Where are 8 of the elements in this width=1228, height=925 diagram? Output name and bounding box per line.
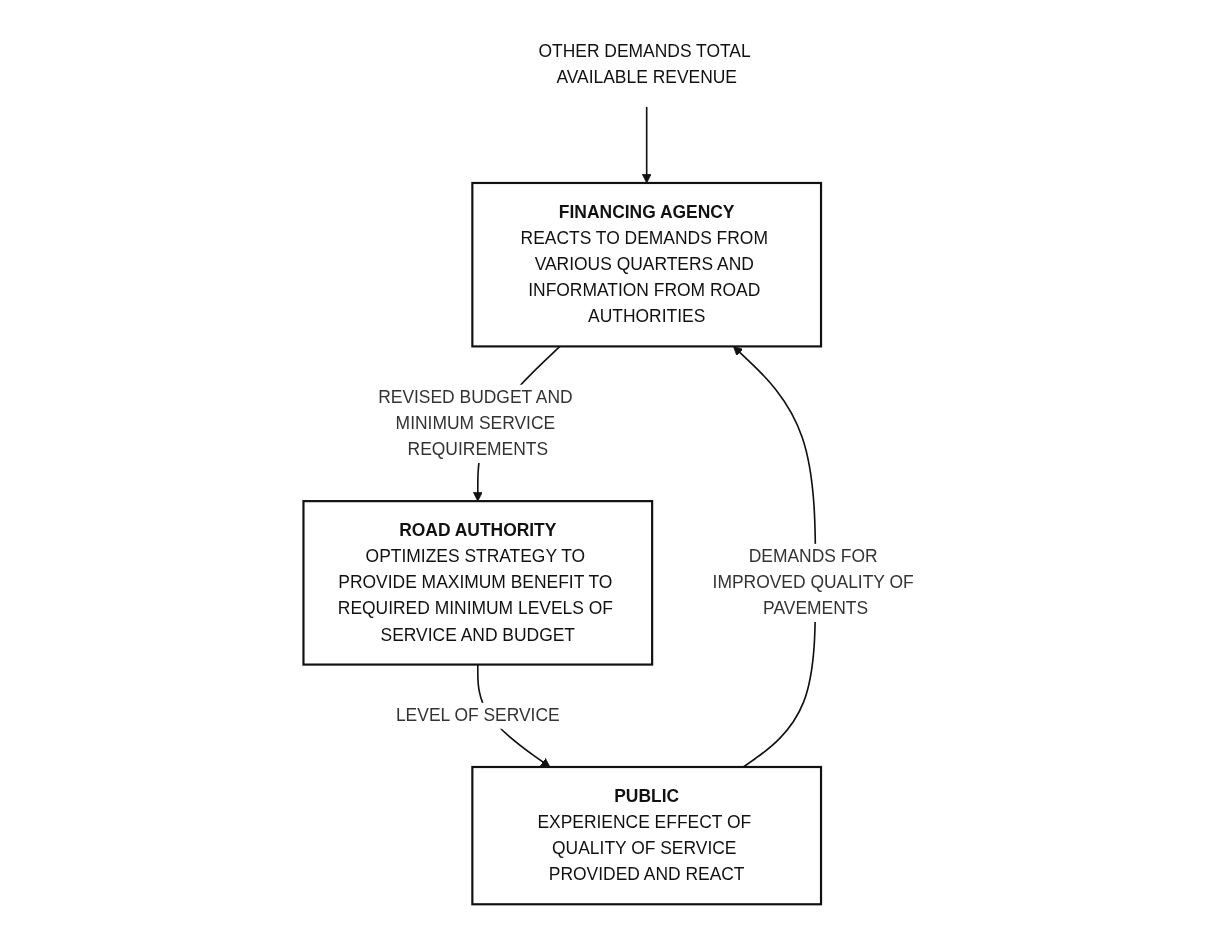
arrow	[641, 105, 652, 183]
node-box: PUBLIC EXPERIENCE EFFECT OF QUALITY OF SERVICE PROVIDED AND REACT	[471, 765, 823, 905]
edge-label: REVISED BUDGET AND MINIMUM SERVICE REQUIREMENTS	[378, 387, 573, 459]
node-text: OTHER DEMANDS TOTAL AVAILABLE REVENUE	[538, 40, 751, 86]
node-box: FINANCING AGENCY REACTS TO DEMANDS FROM VARIOUS QUARTERS AND INFORMATION FROM ROAD AUTHORITIES	[471, 181, 823, 347]
edge-label: LEVEL OF SERVICE	[395, 705, 560, 724]
node-box: ROAD AUTHORITY OPTIMIZES STRATEGY TO PROVIDE MAXIMUM BENEFIT TO REQUIRED MINIMUM LEVELS OF SERVICE AND BUDGET	[302, 499, 654, 666]
edge-label: DEMANDS FOR IMPROVED QUALITY OF PAVEMENTS	[712, 546, 914, 618]
